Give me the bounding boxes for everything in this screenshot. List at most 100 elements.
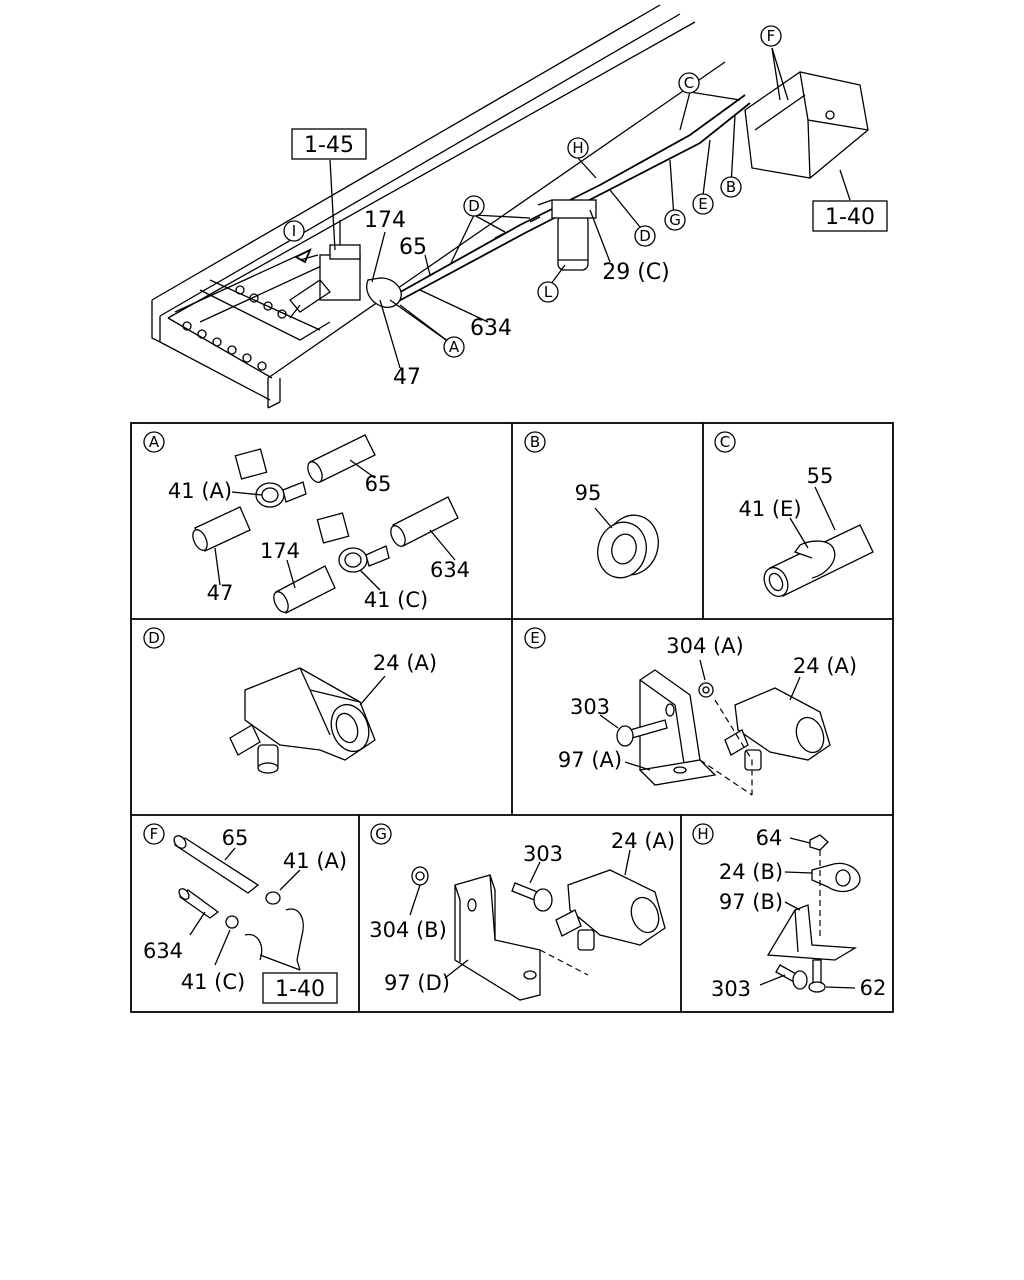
fuel-filter [537, 199, 597, 271]
label-47: 47 [207, 581, 234, 605]
ref-1-40-label: 1-40 [275, 977, 325, 1002]
label-304b: 304 (B) [369, 918, 447, 942]
svg-text:C: C [684, 74, 694, 92]
svg-text:G: G [669, 211, 681, 229]
hose-174 [273, 565, 336, 614]
callout-L: L [537, 281, 559, 303]
svg-text:A: A [449, 338, 460, 356]
label-41e: 41 (E) [738, 497, 801, 521]
panel-C-letter: C [720, 433, 730, 451]
panel-B: B 95 [524, 431, 659, 579]
clamp-41c-lower [316, 512, 390, 573]
label-62: 62 [860, 976, 887, 1000]
label-29c: 29 (C) [602, 260, 670, 285]
fuel-tank [744, 71, 869, 179]
callout-A: A [443, 336, 465, 358]
clamp-41a-upper [234, 448, 307, 508]
label-634: 634 [430, 558, 470, 582]
bracket-97a [638, 669, 717, 786]
clip-24a [229, 667, 376, 774]
label-47: 47 [393, 365, 421, 390]
clip-24a [724, 687, 831, 771]
label-304a: 304 (A) [666, 634, 744, 658]
callout-C: C [678, 72, 700, 94]
svg-text:D: D [468, 197, 480, 215]
clamp-24b [811, 862, 861, 893]
callout-D-bot: D [634, 225, 656, 247]
svg-text:L: L [544, 283, 553, 301]
panel-E: E 304 (A) 24 (A) 303 97 [524, 627, 857, 796]
bolt-62 [808, 959, 826, 993]
label-65: 65 [399, 235, 427, 260]
label-634: 634 [143, 939, 183, 963]
svg-text:D: D [639, 227, 651, 245]
label-41c: 41 (C) [181, 970, 245, 994]
panel-G-letter: G [375, 825, 387, 843]
panel-A: A [143, 431, 470, 614]
pipe-with-clip [763, 524, 874, 598]
label-303: 303 [711, 977, 751, 1001]
grommet-95 [597, 514, 659, 579]
panel-F-letter: F [150, 825, 159, 843]
bolt-303 [616, 719, 668, 747]
label-24b: 24 (B) [719, 860, 783, 884]
clamp-41c [225, 915, 239, 929]
hose-65 [307, 434, 376, 483]
panel-A-letter: A [149, 433, 160, 451]
svg-text:I: I [292, 222, 296, 240]
label-174: 174 [260, 539, 300, 563]
svg-text:E: E [698, 195, 707, 213]
hose-634 [178, 888, 220, 919]
panel-B-letter: B [530, 433, 540, 451]
label-24a: 24 (A) [373, 651, 437, 675]
clamp-41a [265, 891, 281, 905]
callout-B: B [720, 176, 742, 198]
bolt-303 [511, 882, 553, 912]
bolt-303 [775, 964, 808, 990]
label-97b: 97 (B) [719, 890, 783, 914]
callout-H: H [567, 137, 589, 159]
injection-pump [289, 220, 402, 319]
svg-text:H: H [572, 139, 583, 157]
label-303: 303 [570, 695, 610, 719]
label-634: 634 [470, 316, 512, 341]
hose-65 [173, 835, 260, 894]
ref-box-1-40 [812, 200, 888, 232]
callout-I: I [283, 220, 305, 242]
panel-E-letter: E [530, 629, 539, 647]
nut-304a [698, 682, 714, 698]
detail-grid [130, 422, 894, 1013]
panel-C: C 55 41 (E) [714, 431, 874, 598]
panel-D-letter: D [148, 629, 160, 647]
hose-47 [192, 506, 251, 552]
label-24a: 24 (A) [611, 829, 675, 853]
label-97a: 97 (A) [558, 748, 622, 772]
svg-text:F: F [767, 27, 776, 45]
overview-illustration: 1-45 1-40 F C H D I D G E B L A 174 65 6… [151, 4, 888, 409]
label-64: 64 [756, 826, 783, 850]
label-65: 65 [365, 472, 392, 496]
label-41a: 41 (A) [168, 479, 232, 503]
panel-F: F 1-40 65 41 (A) 634 41 (C) [143, 823, 347, 1004]
label-55: 55 [807, 464, 834, 488]
label-174: 174 [364, 208, 406, 233]
ref-1-40-label: 1-40 [825, 205, 875, 230]
bracket-97b [766, 904, 858, 961]
nut-64 [809, 834, 829, 851]
chassis-frame [151, 4, 726, 409]
panel-D: D 24 (A) [143, 627, 437, 774]
ref-1-45-label: 1-45 [304, 133, 354, 158]
label-41c: 41 (C) [364, 588, 428, 612]
label-65: 65 [222, 826, 249, 850]
callout-E: E [692, 193, 714, 215]
label-303: 303 [523, 842, 563, 866]
nut-304b [411, 866, 429, 886]
callout-D-top: D [463, 195, 485, 217]
clip-24a [555, 869, 666, 951]
label-95: 95 [575, 481, 602, 505]
label-41a: 41 (A) [283, 849, 347, 873]
panel-H: H 64 24 (B) 97 (B) 303 62 [692, 823, 887, 1001]
bracket-97d [454, 874, 541, 1001]
ref-box-1-45 [291, 128, 367, 160]
